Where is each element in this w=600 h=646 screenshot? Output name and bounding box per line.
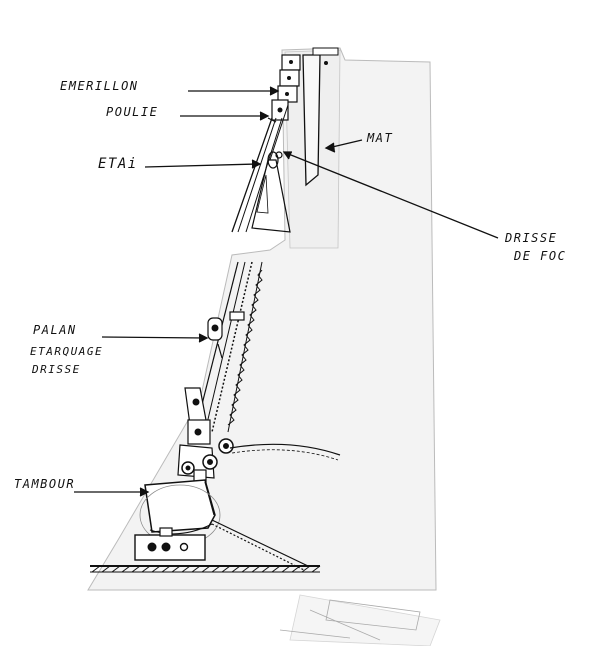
label-etai: ETAi <box>98 156 138 172</box>
deck-fitting <box>134 527 206 561</box>
arrow-mat <box>324 139 363 153</box>
arrow-palan <box>101 333 209 343</box>
arrow-etai <box>144 159 262 169</box>
label-drisse-de-foc-line1: DRISSE <box>504 231 557 245</box>
upper-rigging-lines <box>231 104 291 233</box>
swivel-block-assembly <box>267 54 301 123</box>
lower-block-assembly <box>177 387 234 489</box>
label-emerillon: EMERILLON <box>60 79 139 93</box>
arrow-emerillon <box>188 86 280 96</box>
arrow-poulie <box>180 111 270 121</box>
sail-foot-line <box>229 443 341 461</box>
furling-line <box>211 519 309 571</box>
label-poulie: POULIE <box>106 105 158 119</box>
label-palan-line1: PALAN <box>33 323 77 337</box>
label-drisse-de-foc-line2: DE FOC <box>513 249 566 263</box>
arrow-tambour <box>74 487 150 497</box>
label-mat: MAT <box>366 131 393 145</box>
annotation-arrows <box>74 86 499 497</box>
pencil-sketch-marks <box>279 599 421 641</box>
label-palan-line3: DRISSE <box>31 363 81 376</box>
deck <box>90 565 321 573</box>
label-tambour: TAMBOUR <box>14 477 75 491</box>
mast <box>302 47 339 187</box>
arrow-drisse-de-foc <box>282 151 499 239</box>
label-palan-line2: ETARQUAGE <box>30 345 103 358</box>
